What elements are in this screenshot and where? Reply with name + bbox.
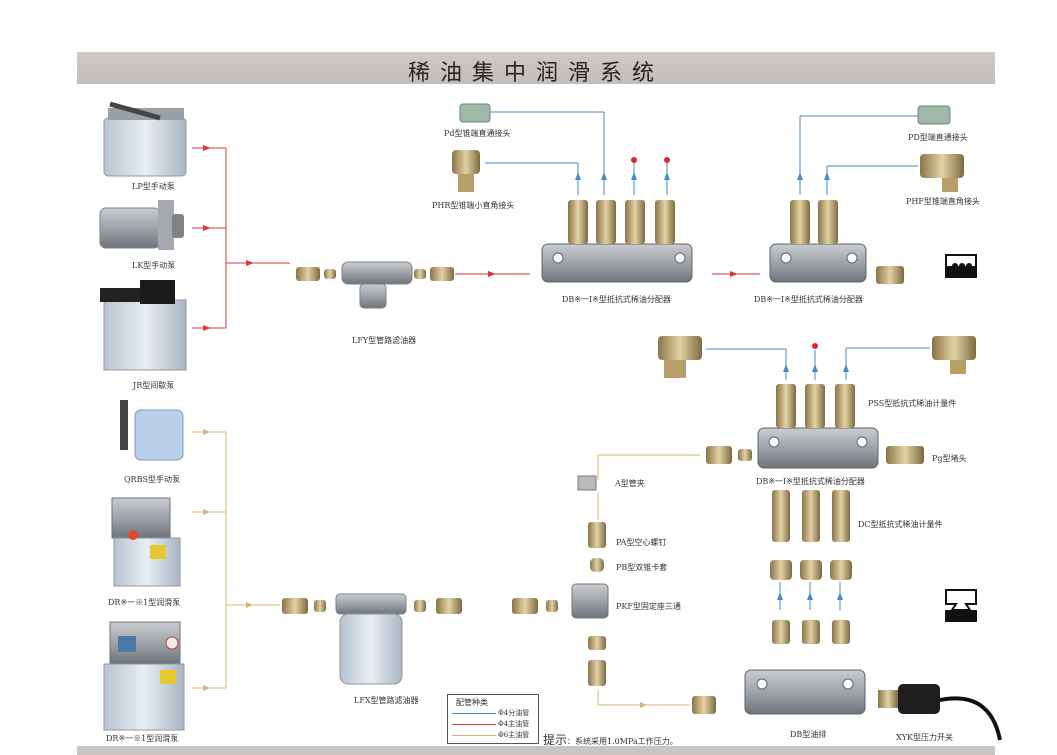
label-distributor-2: DB※一I※型抵抗式稀油分配器 <box>754 295 863 304</box>
label-distributor-3: DB※一I※型抵抗式稀油分配器 <box>756 477 865 486</box>
label-lfy: LFY型管路滤油器 <box>352 336 417 345</box>
legend-label: Φ6主油管 <box>498 731 530 739</box>
yellow-arrows <box>203 429 647 708</box>
legend-line-red <box>452 724 496 725</box>
xyk-switch[interactable] <box>878 684 1002 741</box>
pa-screw[interactable] <box>588 522 606 548</box>
fitting-pss-left <box>706 446 752 464</box>
distributor-2[interactable] <box>769 200 867 283</box>
fitting-red-2 <box>324 269 336 279</box>
symbol-lower <box>945 589 977 622</box>
label-phf: PHF型锥端直角接头 <box>906 197 980 206</box>
fitting-db-left <box>692 696 716 714</box>
pump-label-lk: LK型手动泵 <box>132 261 176 270</box>
fitting-red-4 <box>430 267 454 281</box>
legend-title: 配管种类 <box>456 698 488 707</box>
elbow-left <box>658 336 702 378</box>
legend-label: Φ4主油管 <box>498 720 530 728</box>
hint-text: ：系统采用1.0MPa工作压力。 <box>567 737 678 746</box>
title-bar: 稀油集中润滑系统 <box>77 52 995 86</box>
legend-label: Φ4分油管 <box>498 709 530 717</box>
db-manifold[interactable] <box>744 669 866 715</box>
fitting-yellow-6 <box>546 600 558 612</box>
legend-item: Φ6主油管 <box>452 730 536 740</box>
lfy-filter[interactable] <box>341 261 413 309</box>
label-pss: PSS型抵抗式稀油计量件 <box>868 399 957 408</box>
symbol-upper <box>945 254 977 278</box>
label-pd-top: Pd型锥端直通接头 <box>444 129 511 138</box>
fitting-yellow-3 <box>414 600 426 612</box>
pd-top-connector[interactable] <box>459 103 491 123</box>
lower-fittings <box>588 636 606 686</box>
label-pd-right: PD型端直通接头 <box>908 133 968 142</box>
pump-label-dr1: DR※一※1型润滑泵 <box>108 598 181 607</box>
fitting-yellow-2 <box>314 600 326 612</box>
fitting-red-1 <box>296 267 320 281</box>
pump-jr[interactable] <box>100 280 187 371</box>
pb-sleeve[interactable] <box>590 558 604 572</box>
label-pg: Pg型堵头 <box>932 454 967 463</box>
dc-meters[interactable] <box>770 490 852 644</box>
elbow-right <box>932 336 976 374</box>
label-a-clamp: A型管夹 <box>615 479 645 488</box>
page-title: 稀油集中润滑系统 <box>407 61 664 86</box>
fitting-red-3 <box>414 269 426 279</box>
label-pa-screw: PA型空心螺钉 <box>616 538 667 547</box>
pipe-legend: 配管种类 Φ4分油管 Φ4主油管 Φ6主油管 <box>447 694 539 744</box>
legend-line-yellow <box>452 735 496 736</box>
bottom-bar <box>77 746 995 755</box>
label-dc-meter: DC型抵抗式稀油计量件 <box>858 520 943 529</box>
phf-connector[interactable] <box>920 154 964 192</box>
legend-line-blue <box>452 713 496 714</box>
label-pkf-tee: PKF型固定座三通 <box>616 602 681 611</box>
pump-label-lp: LP型手动泵 <box>132 182 175 191</box>
lfx-filter[interactable] <box>335 593 407 685</box>
legend-item: Φ4分油管 <box>452 708 536 718</box>
distributor-1[interactable] <box>541 200 693 283</box>
blue-arrows <box>575 172 849 600</box>
end-plug-top <box>876 266 904 284</box>
fitting-yellow-5 <box>512 598 538 614</box>
label-lfx: LFX型管路滤油器 <box>354 696 419 705</box>
red-arrows <box>203 145 738 331</box>
yellow-main-lines <box>192 431 700 706</box>
pd-right-connector[interactable] <box>917 105 951 125</box>
pump-lp[interactable] <box>103 101 187 177</box>
pump-dr2[interactable] <box>103 621 185 731</box>
pump-lk[interactable] <box>99 200 184 250</box>
distributor-3[interactable] <box>757 384 879 469</box>
phr-connector[interactable] <box>452 150 480 192</box>
blue-branch-lines <box>485 111 930 610</box>
pump-label-jr: JR型间歇泵 <box>133 381 175 390</box>
pump-label-dr2: DR※一※1型润滑泵 <box>106 734 179 743</box>
label-pb-sleeve: PB型双锥卡套 <box>616 563 668 572</box>
fitting-yellow-4 <box>436 598 462 614</box>
label-distributor-1: DB※一I※型抵抗式稀油分配器 <box>562 295 671 304</box>
plug-dots <box>631 157 818 349</box>
pg-plug[interactable] <box>886 446 924 464</box>
fitting-yellow-1 <box>282 598 308 614</box>
pump-dr1[interactable] <box>111 497 181 587</box>
legend-item: Φ4主油管 <box>452 719 536 729</box>
a-clamp[interactable] <box>577 475 597 491</box>
hint-prefix: 提示 <box>543 733 568 747</box>
label-db-manifold: DB型油排 <box>790 730 827 739</box>
system-hint: 提示：系统采用1.0MPa工作压力。 <box>543 731 678 748</box>
label-phr: PHR型锥端小直角接头 <box>432 201 515 210</box>
pump-qrbs[interactable] <box>120 400 184 461</box>
pump-label-qrbs: QRBS型手动泵 <box>124 475 180 484</box>
label-xyk-switch: XYK型压力开关 <box>896 733 953 742</box>
pkf-tee[interactable] <box>571 583 609 619</box>
